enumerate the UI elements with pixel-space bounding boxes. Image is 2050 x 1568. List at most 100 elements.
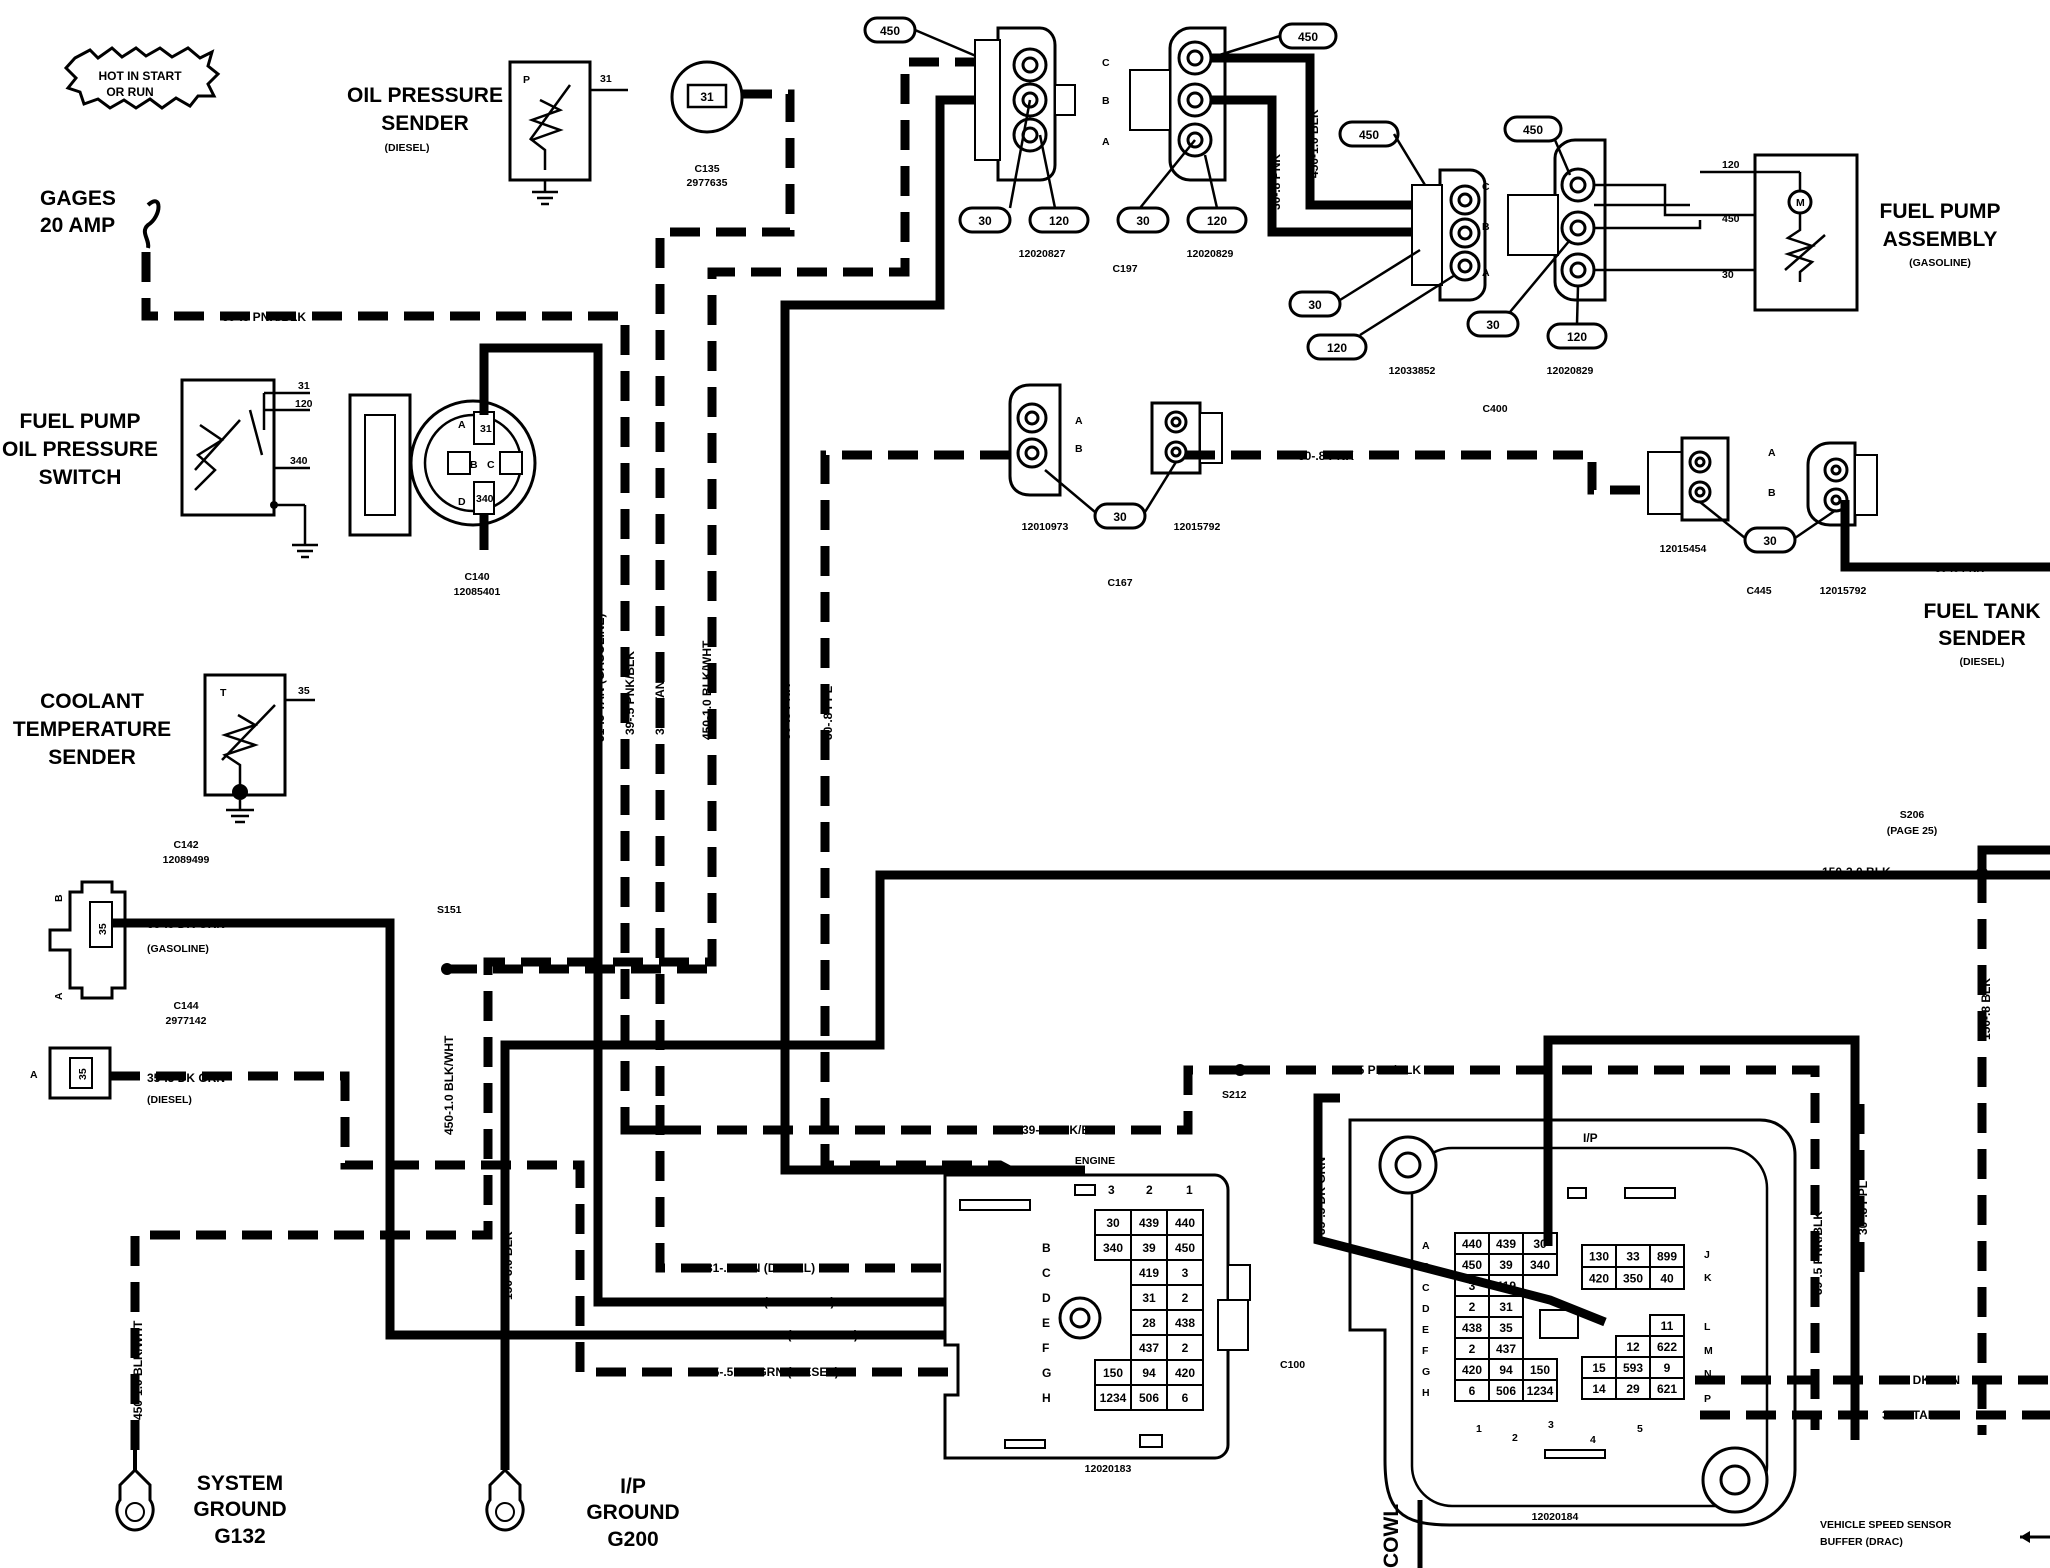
c142-35: 35 — [97, 923, 109, 935]
fp-assy-label-1: FUEL PUMP — [1880, 200, 2001, 223]
fuel-pump-oil-pressure-switch: FUEL PUMP OIL PRESSURE SWITCH 31 120 340 — [2, 378, 318, 559]
engine-row-label: G — [1042, 1366, 1051, 1380]
wire-30-pnk-c400-vlabel: 30-.8 PNK — [1269, 154, 1283, 210]
wire-31-tan-gas-vlabel: 31-.5 TAN (GASOLINE) — [593, 614, 607, 742]
fp-450: 450 — [1722, 213, 1740, 225]
wire-39-pnkblk-s212 — [1240, 1065, 1820, 1430]
ip-cell: 450 — [1462, 1258, 1482, 1272]
wire-39-ip-vlabel: 39-.5 PNK/BLK — [1811, 1211, 1825, 1295]
c400-450b: 450 — [1523, 123, 1543, 137]
c142-label: C142 — [173, 839, 198, 851]
hot-in-start-label: HOT IN START OR RUN — [63, 46, 221, 110]
ip-right-row-label: L — [1704, 1321, 1711, 1333]
wire-35-dkgrn-ip — [1313, 1093, 1607, 1327]
ip-row-label: E — [1422, 1324, 1429, 1336]
engine-cell: 437 — [1139, 1341, 1159, 1355]
engine-cell: 420 — [1175, 1366, 1195, 1380]
engine-cell-box — [1166, 1384, 1204, 1411]
c140-pin-d: D — [458, 496, 466, 508]
ip-upper-cell: 899 — [1657, 1250, 1677, 1264]
c140-pin-b: B — [470, 459, 478, 471]
coolant-label-2: TEMPERATURE — [13, 718, 171, 741]
ip-lower-cell: 11 — [1661, 1319, 1674, 1333]
ip-upper-cell: 420 — [1589, 1272, 1609, 1286]
ip-lower-cell: 622 — [1657, 1340, 1677, 1354]
wire-35-ip-vlabel: 35-.5 DK GRN — [1314, 1157, 1328, 1235]
ip-row-label: D — [1422, 1303, 1430, 1315]
wire-c400-to-pump — [1594, 183, 1760, 272]
c400-120b: 120 — [1567, 330, 1587, 344]
wire-150-blk-g200 — [500, 870, 2050, 1470]
ip-lower-cell: 29 — [1626, 1382, 1640, 1396]
ip-cell: 3 — [1469, 1279, 1476, 1293]
c400-label: C400 — [1482, 403, 1507, 415]
wire-450-blk-c400-vlabel: 450-1.0 BLK — [1307, 109, 1321, 178]
s212-label: S212 — [1222, 1089, 1247, 1101]
oil-sender-p: P — [523, 74, 530, 86]
ip-upper-cell-box — [1649, 1266, 1685, 1290]
ip-row-label: F — [1422, 1345, 1429, 1357]
ip-cell: 440 — [1462, 1237, 1482, 1251]
ip-right-row-label: K — [1704, 1272, 1712, 1284]
ip-cell: 506 — [1496, 1384, 1516, 1398]
coolant-label-3: SENDER — [48, 746, 136, 769]
c140-label: C140 — [464, 571, 489, 583]
c135-31: 31 — [700, 90, 714, 104]
engine-row-label: C — [1042, 1266, 1051, 1280]
g200-label-2: GROUND — [586, 1501, 679, 1524]
oil-sender-label-1: OIL PRESSURE — [347, 84, 503, 107]
c197-30a: 30 — [978, 214, 992, 228]
engine-row-label: F — [1042, 1341, 1049, 1355]
c445b-part: 12015792 — [1820, 585, 1867, 597]
ip-cell: 2 — [1469, 1300, 1476, 1314]
fp-120: 120 — [1722, 159, 1740, 171]
fp-assy-label-2: ASSEMBLY — [1883, 228, 1998, 251]
wire-31-tan-diesel — [655, 1105, 1085, 1273]
c144-connector: C144 2977142 35 A — [30, 1000, 207, 1100]
wire-39-label: 39-.5 PNK/BLK — [222, 310, 306, 324]
engine-cell-box — [1166, 1259, 1204, 1286]
c400-120a: 120 — [1327, 341, 1347, 355]
ip-lower-cell: 621 — [1657, 1382, 1677, 1396]
wire-31-diesel-label: 31-.5 TAN (DIESEL) — [706, 1261, 815, 1275]
wire-31-tan-gasoline — [479, 343, 1085, 1307]
engine-cell-box — [1130, 1359, 1168, 1386]
c197-connector: 450 30 120 12020827 C B A 450 30 120 C19… — [863, 16, 1338, 275]
c140-31: 31 — [480, 423, 492, 435]
ip-cell: 420 — [1462, 1363, 1482, 1377]
wire-30-pnk-c400 — [1210, 95, 1445, 237]
c400a-part: 12033852 — [1389, 365, 1436, 377]
wire-30-ppl-c167 — [820, 450, 1088, 1214]
fp-motor-m: M — [1796, 197, 1805, 209]
c167-connector: A B 30 12010973 12015792 C167 — [1008, 383, 1223, 589]
engine-cell-box — [1130, 1384, 1168, 1411]
ip-upper-cell: 33 — [1626, 1250, 1640, 1264]
g132-label-2: GROUND — [193, 1498, 286, 1521]
wire-39-pnkblk-lower — [625, 1065, 1240, 1135]
s206-label: S206 — [1900, 809, 1925, 821]
engine-cell: 30 — [1106, 1216, 1120, 1230]
c135-connector: 31 C135 2977635 — [670, 60, 744, 189]
eng-col-2: 2 — [1146, 1183, 1153, 1197]
vss-label-1: VEHICLE SPEED SENSOR — [1820, 1519, 1952, 1531]
c197b-part: 12020829 — [1187, 248, 1234, 260]
ip-cell-box — [1522, 1379, 1558, 1402]
c197-label: C197 — [1112, 263, 1137, 275]
c400-30a: 30 — [1308, 298, 1322, 312]
engine-row-label: E — [1042, 1316, 1050, 1330]
eng-col-3: 3 — [1108, 1183, 1115, 1197]
ip-row-label: C — [1422, 1282, 1430, 1294]
c167-pin-b: B — [1075, 443, 1083, 455]
c144-label: C144 — [173, 1000, 198, 1012]
cowl-label: COWL — [1380, 1504, 1403, 1568]
c144-pin-a: A — [30, 1069, 38, 1081]
engine-cell: 450 — [1175, 1241, 1195, 1255]
ip-right-row-label: P — [1704, 1393, 1711, 1405]
ip-upper-cell: 40 — [1660, 1272, 1674, 1286]
c100-label: C100 — [1280, 1359, 1305, 1371]
oil-sender-label-3: (DIESEL) — [385, 142, 430, 154]
wire-35-dkgrn-diesel — [110, 1071, 1080, 1377]
c197-450b: 450 — [1298, 30, 1318, 44]
engine-cell: 439 — [1139, 1216, 1159, 1230]
